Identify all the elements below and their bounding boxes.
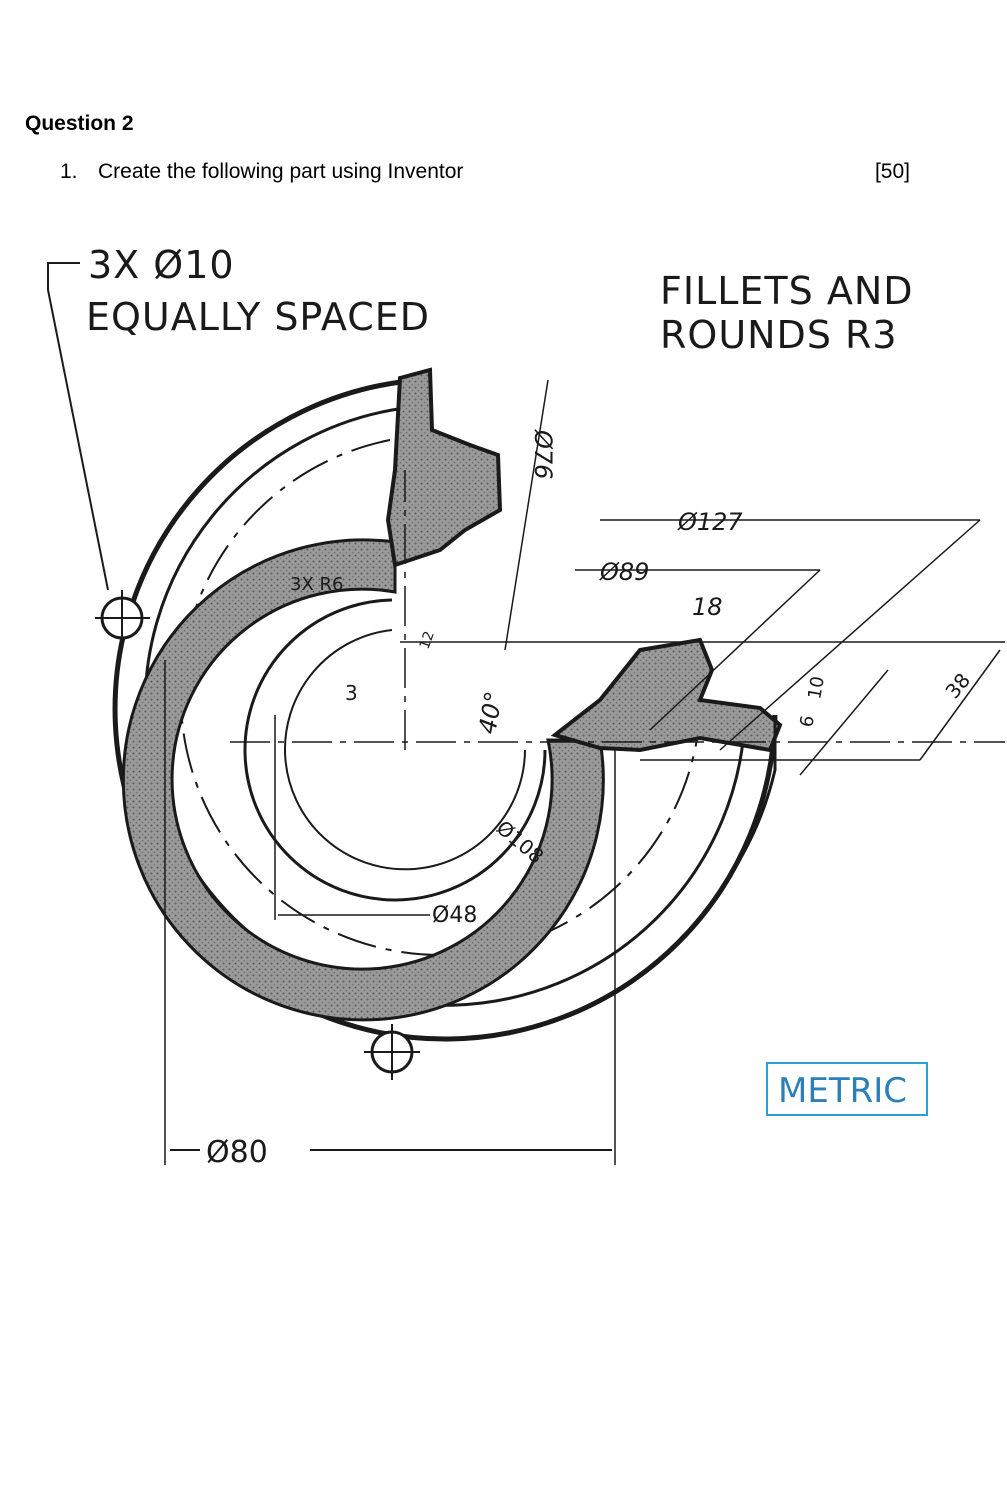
dim-d76-label: Ø76 xyxy=(529,429,557,479)
question-item-number: 1. xyxy=(60,160,78,183)
metric-box xyxy=(766,1062,928,1116)
note-fillets-line1: FILLETS AND xyxy=(660,269,914,313)
dim-89-ext xyxy=(649,569,821,731)
bore-inner-edge xyxy=(284,629,526,871)
dim-d127-label: Ø127 xyxy=(677,508,743,536)
dim-6-label: 6 xyxy=(796,714,819,729)
question-heading: Question 2 xyxy=(25,112,134,135)
dim-127-ext xyxy=(719,519,981,751)
dim-12-label: 12 xyxy=(417,629,438,651)
note-holes-line2: EQUALLY SPACED xyxy=(86,295,430,339)
dim-10-line xyxy=(799,669,889,776)
dim-40deg-label: 40° xyxy=(473,689,508,736)
dim-18-label: 18 xyxy=(692,593,723,621)
dim-3-label: 3 xyxy=(345,681,358,705)
right-web-section xyxy=(550,637,783,753)
dim-76-line xyxy=(504,379,549,651)
dim-38-line xyxy=(919,649,1001,761)
bolt-circle-line xyxy=(179,439,701,956)
dim-d48-label: Ø48 xyxy=(432,903,477,928)
dim-10-label: 10 xyxy=(804,675,829,701)
dim-d89-label: Ø89 xyxy=(599,558,649,586)
question-item-text: Create the following part using Inventor xyxy=(98,160,464,183)
bore-edge xyxy=(243,598,547,902)
holes-leader-line xyxy=(47,262,109,591)
dim-3xr6-label: 3X R6 xyxy=(290,574,343,595)
bolt-hole-left xyxy=(95,590,150,646)
flange-right-face xyxy=(718,715,777,891)
note-fillets-line2: ROUNDS R3 xyxy=(660,313,898,357)
technical-drawing: 3X Ø10 EQUALLY SPACED FILLETS AND ROUNDS… xyxy=(47,243,1005,1170)
top-web-section xyxy=(385,367,503,568)
dim-38-label: 38 xyxy=(940,668,975,703)
question-marks: [50] xyxy=(874,160,910,183)
hub-section xyxy=(121,538,605,1022)
dim-d80-label: Ø80 xyxy=(206,1135,268,1170)
bolt-hole-bottom xyxy=(364,1024,420,1080)
metric-label: METRIC xyxy=(778,1071,907,1111)
note-holes-line1: 3X Ø10 xyxy=(88,243,235,287)
